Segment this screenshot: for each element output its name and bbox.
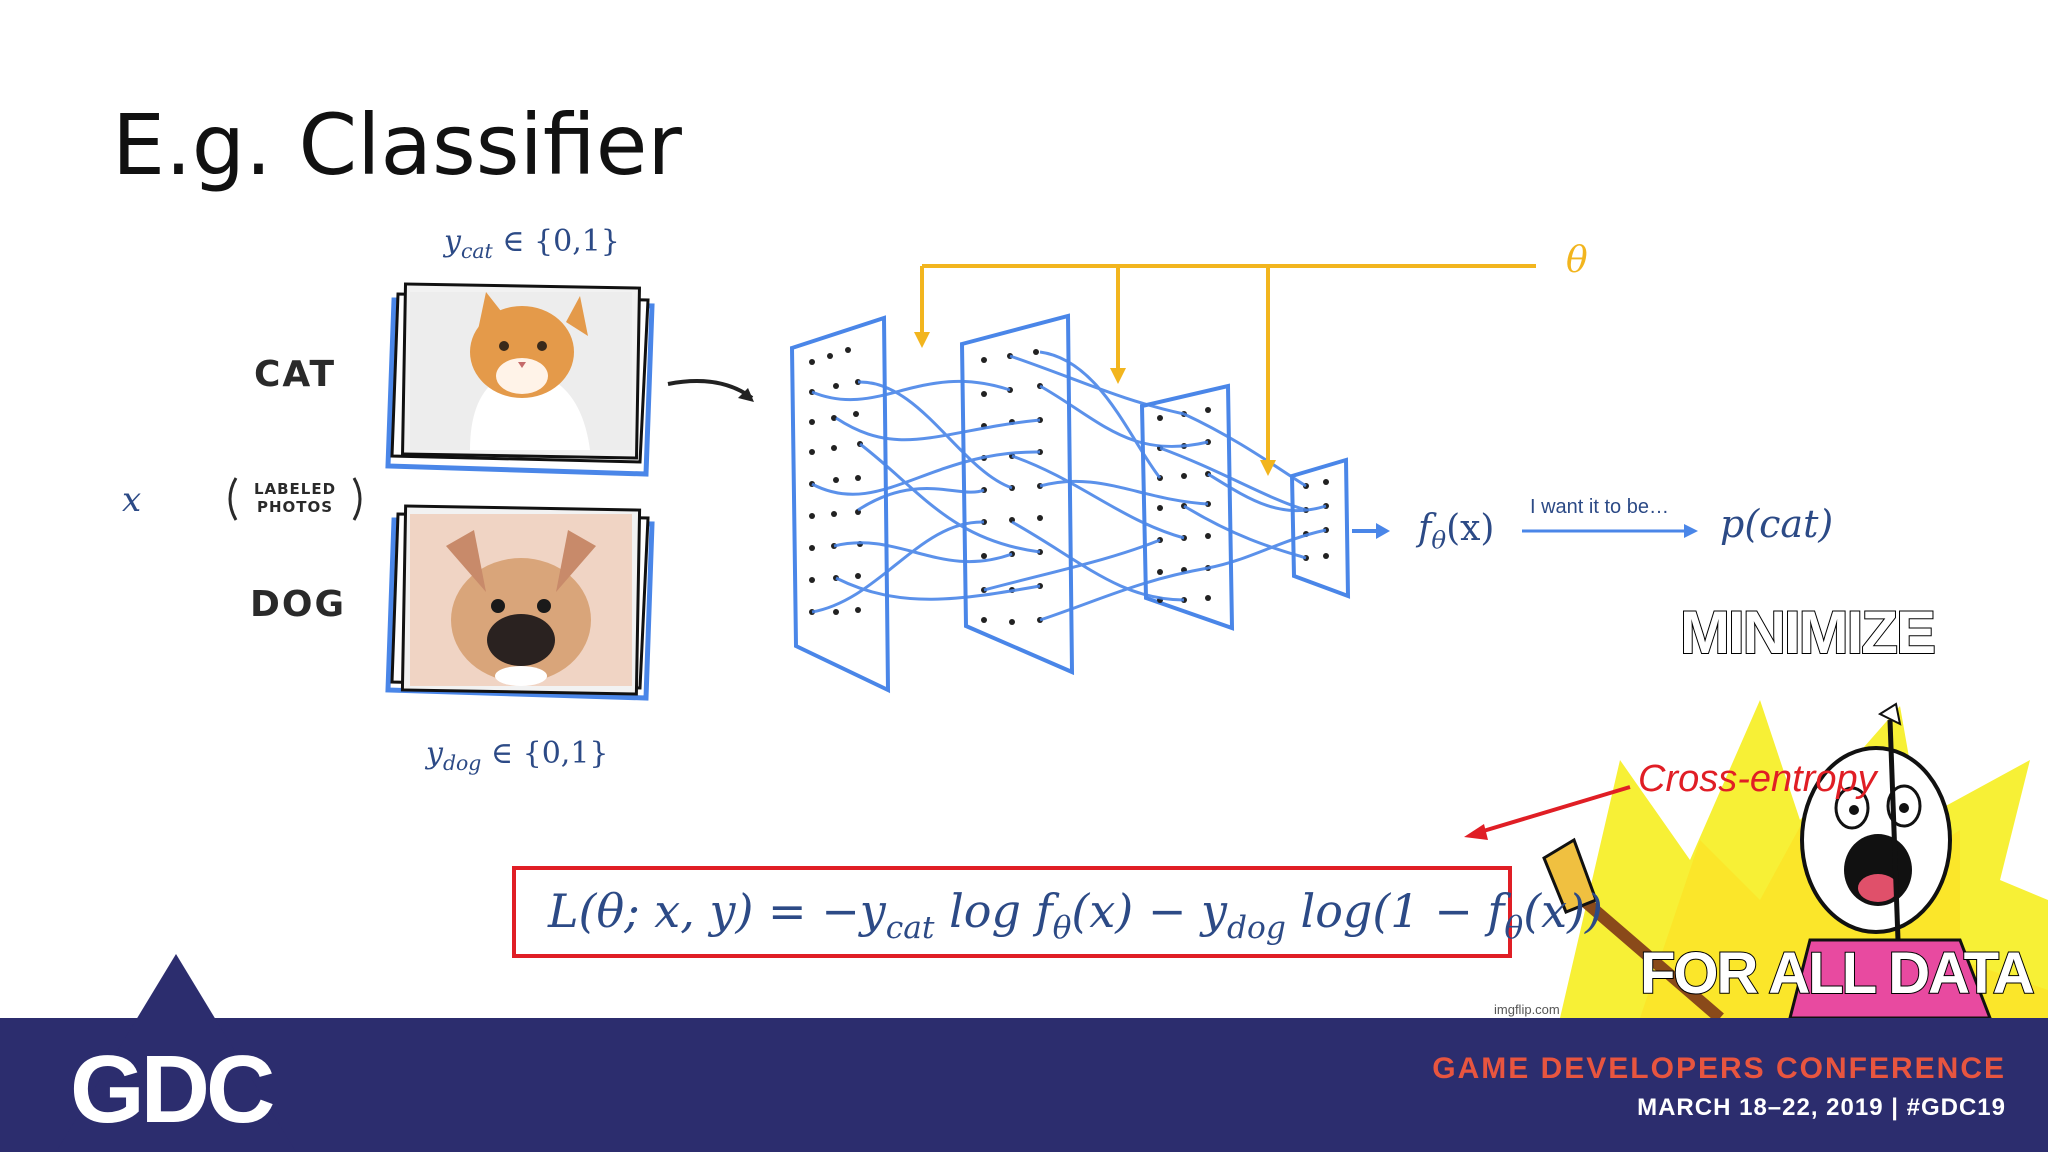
network-output-arrow bbox=[1352, 523, 1390, 539]
labeled-photos-label: LABELED PHOTOS bbox=[222, 474, 368, 524]
conference-dates: MARCH 18–22, 2019 | #GDC19 bbox=[1637, 1094, 2006, 1121]
x-label: x bbox=[122, 480, 142, 520]
meme-watermark: imgflip.com bbox=[1494, 1002, 1560, 1017]
cross-entropy-label: Cross-entropy bbox=[1638, 758, 1877, 800]
meme-image bbox=[1514, 700, 2048, 1018]
want-label: I want it to be… bbox=[1530, 496, 1669, 518]
gdc-triangle-icon bbox=[56, 954, 296, 1152]
network-layers bbox=[789, 313, 1351, 694]
slide-title: E.g. Classifier bbox=[112, 96, 682, 194]
theta-connections bbox=[920, 264, 1536, 462]
theta-arrowheads bbox=[914, 332, 1276, 476]
dog-label: DOG bbox=[250, 584, 347, 625]
photos-text: PHOTOS bbox=[256, 498, 334, 516]
y-dog-label: ydog ∈ {0,1} bbox=[426, 736, 609, 776]
theta-label: θ bbox=[1566, 240, 1588, 281]
cat-label: CAT bbox=[254, 354, 337, 395]
p-cat-label: p(cat) bbox=[1720, 502, 1834, 546]
classifier-diagram bbox=[385, 264, 2048, 1018]
f-theta-output: fθ(x) bbox=[1418, 508, 1495, 555]
loss-function-equation: L(θ; x, y) = −ycat log fθ(x) − ydog log(… bbox=[548, 884, 1603, 946]
y-cat-label: ycat ∈ {0,1} bbox=[444, 224, 620, 264]
want-arrow bbox=[1522, 524, 1698, 538]
gdc-logo: GDC bbox=[70, 1036, 275, 1143]
network-connections bbox=[811, 350, 1327, 622]
cross-entropy-pointer bbox=[1464, 785, 1631, 840]
input-arrow bbox=[667, 379, 754, 400]
labeled-text: LABELED bbox=[253, 480, 337, 498]
footer-bar bbox=[0, 954, 2048, 1152]
conference-name: GAME DEVELOPERS CONFERENCE bbox=[1432, 1052, 2006, 1085]
dog-photo bbox=[410, 514, 632, 686]
cat-photo bbox=[410, 292, 632, 450]
meme-top-text: MINIMIZE bbox=[1679, 598, 1937, 667]
loss-function-box bbox=[512, 866, 1512, 958]
meme-bottom-text: FOR ALL DATA bbox=[1639, 940, 2036, 1007]
